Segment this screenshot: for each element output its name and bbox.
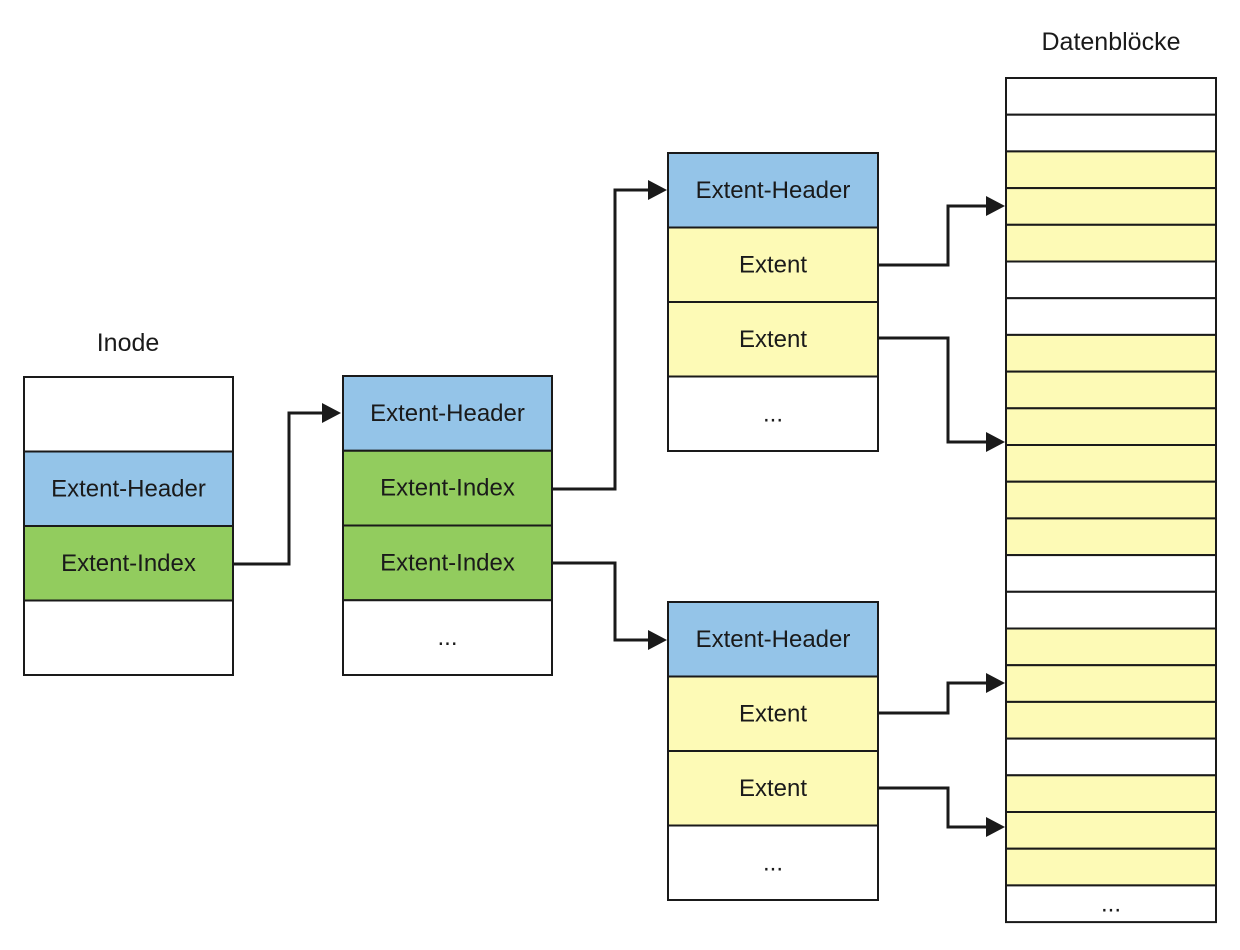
data-block-free [1005,737,1217,777]
data-block-free [1005,77,1217,116]
leaf-bottom-cell-extent [667,675,879,752]
arrow-extent3-to-datablocks [878,673,1005,715]
arrow-index1-to-leaf-top [552,180,667,491]
data-blocks-column: ... [1005,77,1217,924]
inode-title: Inode [97,329,160,357]
data-block-used [1005,480,1217,520]
arrow-inode-to-index [233,403,341,566]
data-block-free [1005,297,1217,336]
data-block-used [1005,847,1217,887]
leaf-bottom-cell-label: ... [763,849,783,876]
data-block-used [1005,774,1217,813]
data-block-used [1005,223,1217,263]
data-block-used [1005,700,1217,740]
arrow-extent2-to-datablocks [878,336,1005,452]
data-block-ellipsis: ... [1101,890,1121,917]
data-block-used [1005,627,1217,667]
index-block-cell-empty [342,599,553,676]
inode-cell-header [23,450,234,527]
data-block-free [1005,554,1217,593]
index-block-cell-header [342,375,553,452]
inode-cell-empty [23,376,234,453]
data-blocks-title: Datenblöcke [1042,28,1181,56]
leaf-bottom-cell-empty [667,824,879,901]
leaf-top-cell-label: Extent-Header [696,177,851,204]
data-block-used [1005,187,1217,226]
data-block-free [1005,884,1217,924]
data-block-used [1005,444,1217,483]
data-block-used [1005,333,1217,373]
inode-cell-label: Extent-Header [51,475,206,502]
data-block-used [1005,150,1217,190]
leaf-bottom-cell-label: Extent-Header [696,626,851,653]
data-block-free [1005,113,1217,153]
data-block-used [1005,811,1217,850]
index-block-cell-label: ... [437,624,457,651]
inode-cell-index [23,525,234,602]
leaf-bottom-cell-label: Extent [739,775,807,802]
data-block-used [1005,370,1217,410]
index-block-cell-label: Extent-Index [380,475,515,502]
leaf-bottom-cell-header [667,601,879,678]
data-block-free [1005,260,1217,300]
extent-index-node: Extent-HeaderExtent-IndexExtent-Index... [342,375,553,676]
arrow-index2-to-leaf-bottom [552,561,667,650]
data-block-free [1005,590,1217,630]
extent-leaf-node-bottom: Extent-HeaderExtentExtent... [667,601,879,901]
pointer-arrows [233,180,1005,837]
arrow-extent4-to-datablocks [878,786,1005,837]
data-block-used [1005,407,1217,446]
leaf-top-cell-label: ... [763,400,783,427]
leaf-bottom-cell-label: Extent [739,700,807,727]
data-block-used [1005,664,1217,703]
arrow-extent1-to-datablocks [878,196,1005,267]
leaf-top-cell-label: Extent [739,251,807,278]
index-block-cell-label: Extent-Index [380,549,515,576]
inode-cell-empty [23,599,234,676]
leaf-top-cell-label: Extent [739,326,807,353]
data-block-used [1005,517,1217,557]
leaf-top-cell-extent [667,226,879,303]
index-block-cell-label: Extent-Header [370,400,525,427]
extent-leaf-node-top: Extent-HeaderExtentExtent... [667,152,879,452]
leaf-top-cell-empty [667,375,879,452]
inode-cell-label: Extent-Index [61,550,196,577]
